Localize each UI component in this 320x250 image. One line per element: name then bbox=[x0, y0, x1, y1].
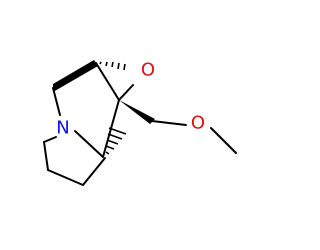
atom-label-ether-oxygen: O bbox=[191, 113, 205, 134]
bond-n-bridgehead bbox=[74, 130, 104, 158]
bond-ch2-ether-o bbox=[151, 120, 187, 126]
bond-bottom bbox=[47, 169, 84, 186]
atom-label-epoxide-oxygen: O bbox=[141, 60, 155, 81]
bond-n-ch2-left bbox=[43, 136, 57, 143]
bond-bottom-to-right bbox=[82, 157, 106, 186]
atom-label-nitrogen: N bbox=[56, 118, 69, 139]
hashed-bond-epoxide-o bbox=[99, 61, 126, 71]
bond-epoxide-o-c bbox=[118, 84, 134, 101]
bond-epoxide-c-c bbox=[95, 62, 120, 101]
bond-n-ch2-top bbox=[52, 87, 61, 116]
hashed-bond-bridgehead bbox=[105, 127, 127, 155]
bond-left-bottom-left bbox=[43, 141, 49, 171]
wedge-bond-ch2-to-epoxide-c bbox=[53, 60, 98, 92]
wedge-bond-to-methoxymethyl bbox=[119, 100, 155, 124]
bond-ether-o-methyl bbox=[210, 127, 237, 154]
molecule-structure: N O O bbox=[43, 60, 237, 186]
